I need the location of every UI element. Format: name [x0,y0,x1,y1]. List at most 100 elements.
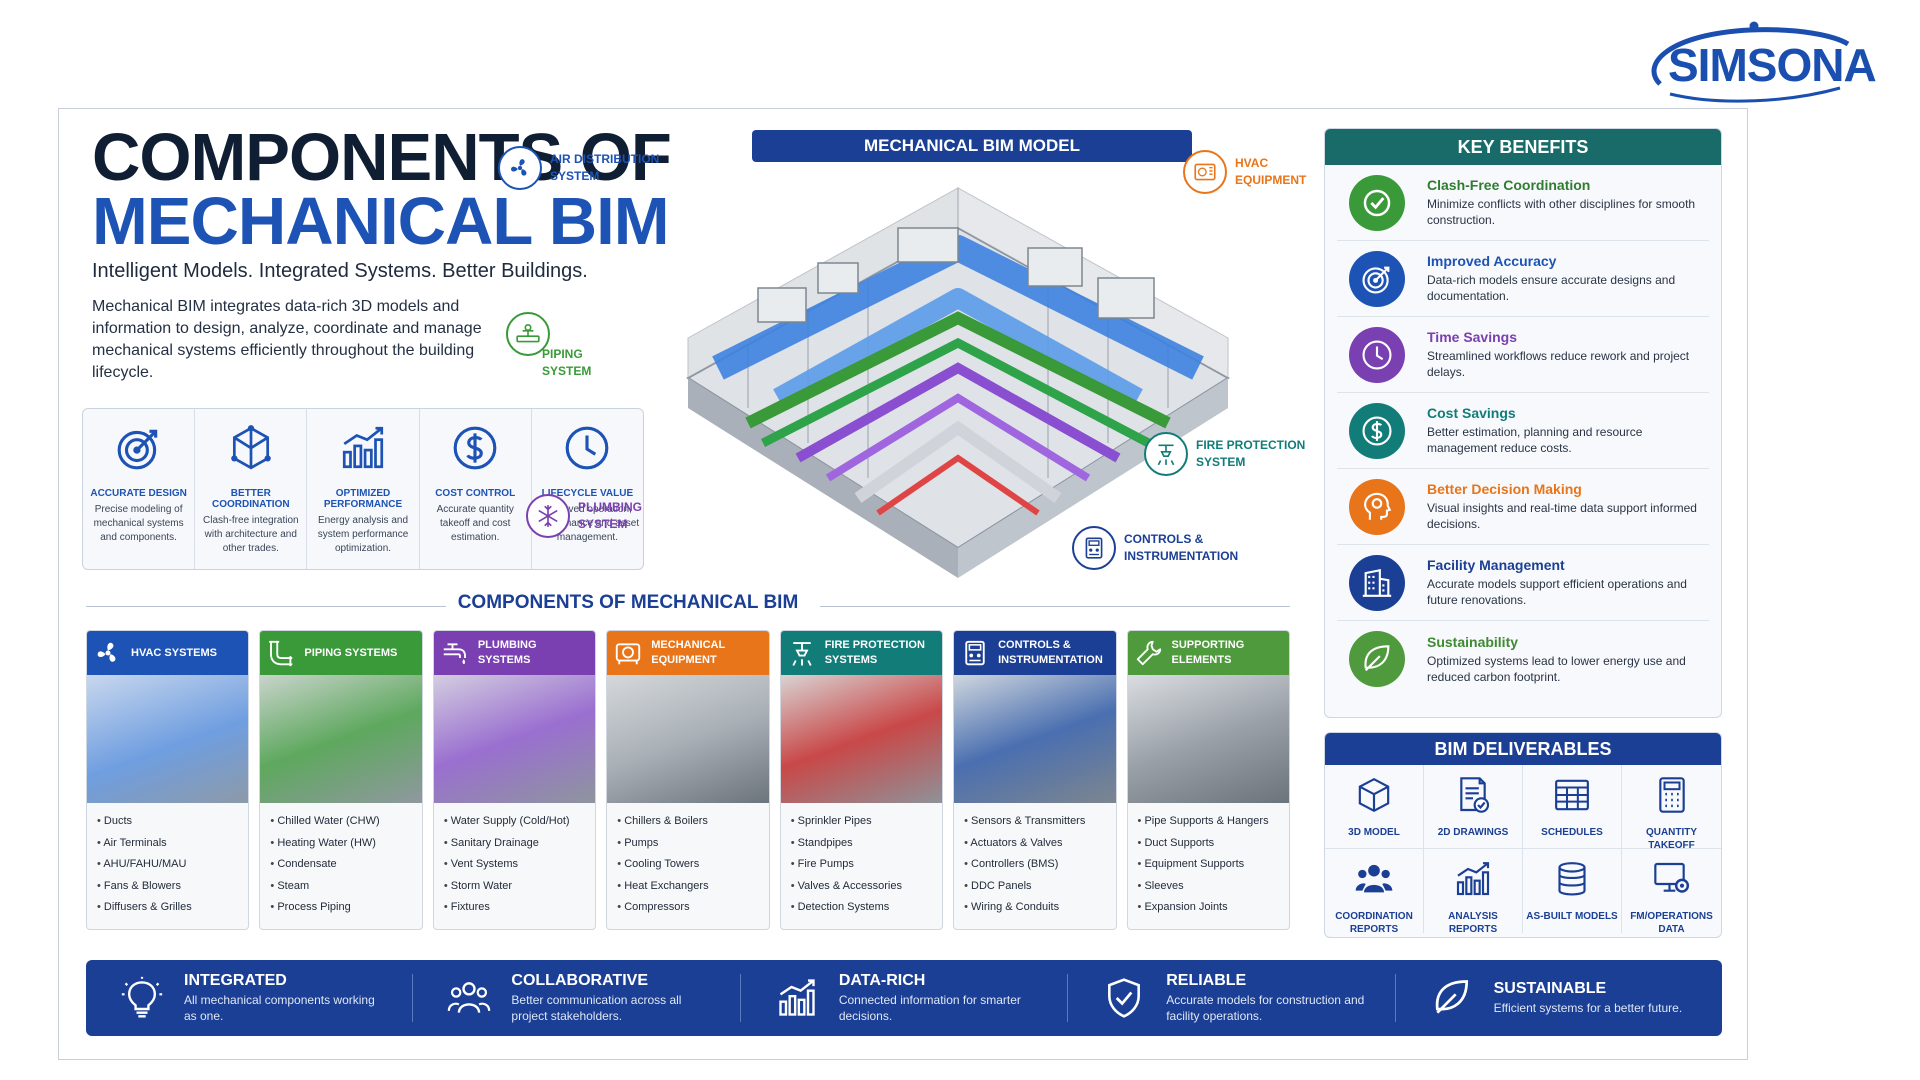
sprinkler-icon [787,638,817,668]
cube-icon [1354,775,1394,815]
benefit-desc: Precise modeling of mechanical systems a… [93,504,184,543]
list-item: Air Terminals [97,833,238,855]
list-item: Standpipes [791,833,932,855]
card-title: HVAC SYSTEMS [131,646,217,659]
deliverable-coordination-reports: COORDINATION REPORTS [1325,849,1424,935]
card-list: Pipe Supports & Hangers Duct Supports Eq… [1128,803,1289,927]
clock-icon [1349,326,1405,383]
deliverable-label: FM/OPERATIONS DATA [1630,911,1713,935]
footer-desc: Accurate models for construction and fac… [1166,993,1365,1023]
card-header: PLUMBING SYSTEMS [433,631,596,675]
list-item: DDC Panels [964,876,1105,898]
team-icon [1354,859,1394,899]
card-controls: CONTROLS & INSTRUMENTATION Sensors & Tra… [953,630,1117,930]
deliverable-schedules: SCHEDULES [1523,765,1622,849]
footer-title: SUSTAINABLE [1493,980,1607,997]
list-item: Fire Pumps [791,854,932,876]
list-item: Process Piping [270,897,411,919]
card-title: SUPPORTING ELEMENTS [1171,639,1245,666]
callout-air-distribution: AIR DISTRIBUTION SYSTEM [498,146,660,190]
card-header: SUPPORTING ELEMENTS [1127,631,1289,675]
callout-label: FIRE PROTECTION SYSTEM [1196,438,1306,469]
benefit-lifecycle-value: LIFECYCLE VALUE Improved operation, main… [532,409,643,569]
list-item: Diffusers & Grilles [97,897,238,919]
key-benefit-desc: Data-rich models ensure accurate designs… [1427,273,1676,303]
card-piping-systems: PIPING SYSTEMS Chilled Water (CHW) Heati… [259,630,423,930]
card-fire-protection: FIRE PROTECTION SYSTEMS Sprinkler Pipes … [779,630,944,930]
card-hvac-systems: HVAC SYSTEMS Ducts Air Terminals AHU/FAH… [86,630,250,930]
pipe-icon [266,638,296,668]
deliverable-2d-drawings: 2D DRAWINGS [1424,765,1523,849]
key-benefit-title: Sustainability [1427,633,1519,650]
key-benefits-heading: KEY BENEFITS [1325,129,1721,165]
footer-desc: All mechanical components working as one… [184,993,375,1023]
list-item: Cooling Towers [617,854,758,876]
bim-model-3d-image [686,187,1230,578]
equipment-image [607,675,769,803]
card-title: MECHANICAL EQUIPMENT [651,639,726,666]
card-list: Ducts Air Terminals AHU/FAHU/MAU Fans & … [87,803,248,927]
leaf-icon [1430,976,1474,1020]
card-title: PLUMBING SYSTEMS [477,639,537,666]
callout-controls: CONTROLS & INSTRUMENTATION [1072,526,1244,570]
intro-paragraph: Mechanical BIM integrates data-rich 3D m… [92,298,482,381]
fan-icon [93,638,123,668]
key-benefit-title: Better Decision Making [1427,481,1582,497]
card-list: Chilled Water (CHW) Heating Water (HW) C… [260,803,421,927]
callout-label: PLUMBING SYSTEM [578,500,642,531]
list-item: Compressors [617,897,758,919]
drawing-icon [1453,775,1493,815]
list-item: Condensate [270,854,411,876]
benefit-title: ACCURATE DESIGN [90,488,187,499]
deliverable-quantity-takeoff: QUANTITY TAKEOFF [1622,765,1721,851]
card-header: HVAC SYSTEMS [87,631,249,675]
callout-plumbing-system: PLUMBING SYSTEM [526,494,648,538]
equipment-icon [613,638,643,668]
hvac-image [87,675,249,803]
footer-item-sustainable: SUSTAINABLE Efficient systems for a bette… [1396,974,1722,1022]
card-list: Sensors & Transmitters Actuators & Valve… [954,803,1115,927]
footer-desc: Efficient systems for a better future. [1493,1001,1683,1015]
dollar-icon [1349,402,1405,459]
target-icon [114,423,164,473]
target-icon [1349,250,1405,307]
table-icon [1552,775,1592,815]
bar-chart-icon [1453,859,1493,899]
key-benefit-title: Improved Accuracy [1427,253,1557,269]
footer-desc: Better communication across all project … [511,993,682,1023]
list-item: Chilled Water (CHW) [270,811,411,833]
list-item: Ducts [97,811,238,833]
list-item: AHU/FAHU/MAU [97,854,238,876]
card-list: Sprinkler Pipes Standpipes Fire Pumps Va… [781,803,942,927]
divider [820,606,1290,607]
building-icon [1349,554,1405,611]
benefit-title: BETTER COORDINATION [212,488,290,510]
benefit-title: LIFECYCLE VALUE [541,488,634,499]
brand-logo: SIMSONA [1630,14,1877,110]
key-benefit-desc: Optimized systems lead to lower energy u… [1427,653,1686,684]
deliverable-3d-model: 3D MODEL [1325,765,1424,849]
benefit-cost-control: COST CONTROL Accurate quantity takeoff a… [420,409,532,569]
components-heading-text: COMPONENTS OF MECHANICAL BIM [457,592,799,613]
calculator-icon [1652,775,1692,815]
logo-swoosh-icon [1651,21,1850,103]
controls-image [954,675,1116,803]
model-banner: MECHANICAL BIM MODEL [752,130,1192,162]
shield-check-icon [1102,976,1146,1020]
tagline: Intelligent Models. Integrated Systems. … [92,260,588,282]
page-title: COMPONENTS OF MECHANICAL BIM [92,124,672,255]
card-mechanical-equipment: MECHANICAL EQUIPMENT Chillers & Boilers … [606,630,770,930]
sprinkler-icon [1144,432,1188,476]
database-icon [1552,859,1592,899]
list-item: Water Supply (Cold/Hot) [444,811,585,833]
cube-network-icon [226,423,276,473]
list-item: Fans & Blowers [97,876,238,898]
card-header: FIRE PROTECTION SYSTEMS [780,631,943,675]
list-item: Pipe Supports & Hangers [1138,811,1279,833]
